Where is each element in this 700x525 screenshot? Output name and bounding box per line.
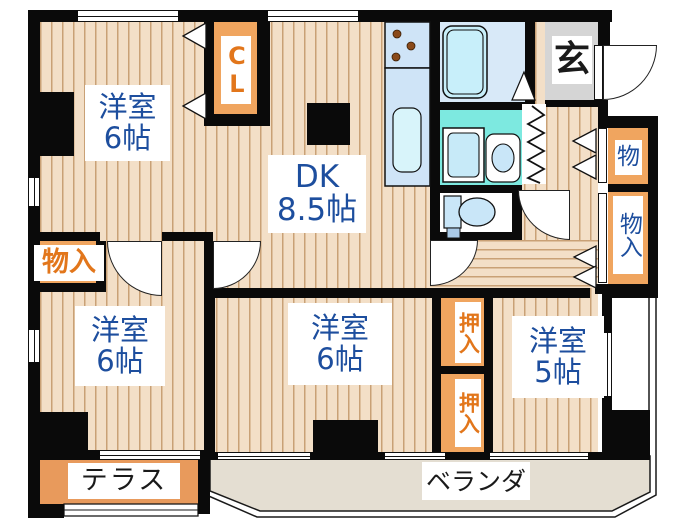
- wall-segment: [484, 298, 493, 452]
- window: [28, 178, 40, 206]
- wall-segment: [525, 10, 535, 108]
- storage-left-label: 物入: [34, 245, 104, 281]
- closet-door-panel: [598, 193, 607, 283]
- window: [268, 10, 358, 22]
- wall-segment: [430, 102, 525, 110]
- wall-segment: [598, 100, 608, 128]
- closet-door-panel: [598, 128, 607, 183]
- entrance-door-leaf: [594, 45, 603, 100]
- wall-segment: [162, 232, 213, 241]
- room-size: 8.5帖: [276, 192, 358, 228]
- window: [218, 452, 310, 460]
- room-size: 6帖: [103, 121, 152, 155]
- wall-segment: [430, 232, 520, 240]
- wall-segment: [432, 298, 441, 452]
- room-size: 6帖: [316, 342, 364, 376]
- room-size: 6帖: [96, 344, 144, 378]
- room-label-bottom-right: 洋室 5帖: [512, 316, 604, 398]
- wall-segment: [204, 22, 214, 122]
- room-label-bottom-middle: 洋室 6帖: [288, 303, 392, 385]
- closet-cl-label: CL: [221, 36, 251, 104]
- window: [78, 10, 178, 22]
- entrance-label: 玄: [552, 36, 592, 84]
- wall-segment: [198, 456, 210, 514]
- wall-segment: [545, 100, 600, 107]
- wall-segment: [204, 241, 215, 460]
- wall-segment: [648, 116, 658, 294]
- wall-segment: [204, 288, 590, 298]
- wall-segment: [257, 10, 270, 126]
- wall-segment: [606, 288, 658, 298]
- wall-corner: [602, 410, 650, 460]
- oshiire-upper-label: 押入: [455, 302, 481, 363]
- window: [490, 452, 588, 460]
- room-label-dk: DK 8.5帖: [268, 155, 366, 233]
- room-name: 洋室: [310, 310, 369, 345]
- wall-segment: [28, 504, 64, 518]
- window: [385, 452, 445, 460]
- window: [28, 330, 40, 362]
- toilet-floor: [440, 192, 512, 232]
- bathroom-floor: [440, 22, 525, 102]
- wall-segment: [430, 185, 522, 193]
- room-label-top-left: 洋室 6帖: [85, 85, 170, 161]
- oshiire-lower-label: 押入: [455, 379, 481, 447]
- terrace-label: テラス: [68, 463, 180, 499]
- wall-segment: [598, 116, 658, 128]
- room-name: DK: [294, 158, 340, 195]
- wall-segment: [204, 114, 266, 126]
- room-size: 5帖: [534, 355, 582, 389]
- storage-right-small-label: 物: [615, 140, 642, 175]
- wall-segment: [608, 184, 648, 192]
- wall-segment: [512, 185, 522, 240]
- wall-segment: [441, 366, 484, 374]
- wall-segment: [28, 232, 100, 241]
- room-name: 洋室: [528, 323, 587, 358]
- wall-segment: [40, 283, 106, 292]
- storage-right-large-label: 物入: [613, 196, 643, 274]
- wall-segment: [430, 10, 440, 240]
- veranda-label: ベランダ: [422, 462, 530, 500]
- room-label-bottom-left: 洋室 6帖: [75, 306, 165, 386]
- wall-pillar: [313, 420, 378, 460]
- washroom-floor: [440, 110, 522, 185]
- room-name: 洋室: [90, 312, 149, 347]
- wall-pillar: [307, 103, 350, 145]
- window: [100, 450, 200, 460]
- entrance-door-arc: [603, 45, 657, 100]
- terrace-fence: [63, 503, 199, 517]
- wall-corner: [40, 412, 88, 452]
- wall-pillar: [40, 92, 74, 156]
- wall-segment: [598, 10, 610, 45]
- room-name: 洋室: [98, 89, 157, 124]
